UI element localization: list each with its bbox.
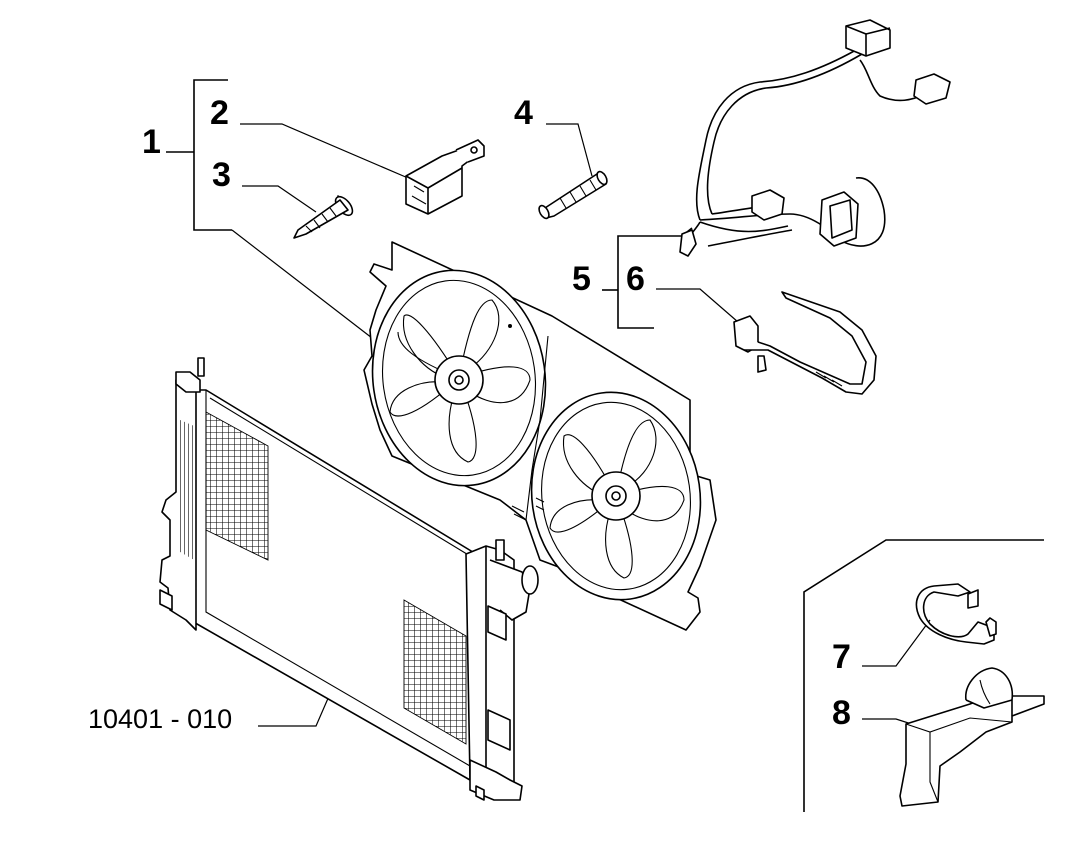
screw-part: [293, 195, 354, 239]
callout-labels: 1 2 3 4 5 6 7 8 10401 - 010: [88, 94, 851, 734]
reference-number: 10401 - 010: [88, 704, 232, 734]
callout-5: 5: [572, 260, 591, 298]
stud-part: [538, 170, 608, 220]
fan-shroud-part: [363, 241, 717, 631]
radiator-part: [159, 357, 539, 801]
callout-1: 1: [142, 123, 161, 161]
clip-part: [915, 583, 997, 645]
callout-7: 7: [832, 638, 851, 676]
relay-part: [405, 139, 485, 215]
duct-part: [899, 667, 1045, 807]
wiring-harness-part: [679, 19, 951, 257]
callout-2: 2: [210, 94, 229, 132]
callout-6: 6: [626, 260, 645, 298]
cable-tie-part: [733, 291, 877, 395]
callout-8: 8: [832, 694, 851, 732]
callout-3: 3: [212, 156, 231, 194]
callout-4: 4: [514, 94, 533, 132]
leader-lines: [166, 79, 1044, 812]
